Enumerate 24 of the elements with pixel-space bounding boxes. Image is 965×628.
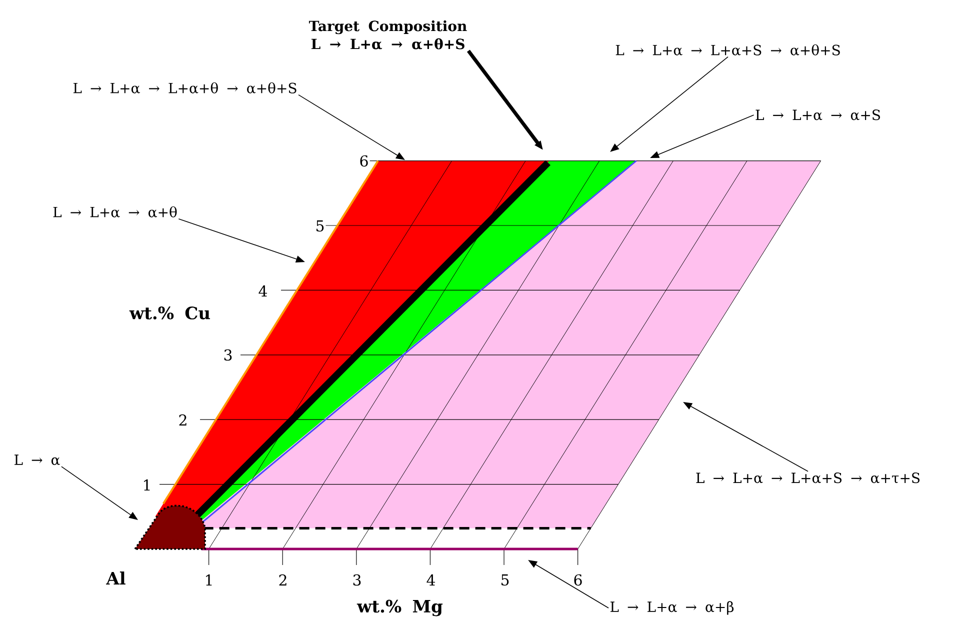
tick-label: 6 (358, 154, 370, 168)
callout-label: L → L+α → L+α+S → α+τ+S (696, 472, 920, 484)
tick-label: 1 (141, 478, 153, 492)
tick-label: 3 (222, 348, 234, 362)
callout-label: L → L+α → α+β (610, 601, 734, 615)
callout-label: L → L+α → α+θ (53, 206, 177, 218)
tick-label: 2 (177, 413, 189, 427)
leader-line (610, 56, 728, 152)
axis-title: wt.% Cu (128, 306, 212, 320)
tick-label: 6 (572, 573, 584, 587)
tick-label: 3 (351, 573, 363, 587)
tick-label: 5 (499, 573, 511, 587)
tick-label: 4 (425, 573, 437, 587)
callout-label: L → L+α → α+S (756, 110, 880, 120)
tick-label: 1 (203, 573, 215, 587)
callout-label: L → L+α → L+α+S → α+θ+S (616, 44, 840, 56)
tick-label: 4 (257, 284, 269, 298)
callout-label: L → L+α → L+α+θ → α+θ+S (73, 82, 296, 94)
axis-title: wt.% Mg (356, 598, 444, 618)
tick-label: 2 (277, 573, 289, 587)
callout-label: Target Composition L → L+α → α+θ+S (308, 20, 467, 50)
tick-label: 5 (314, 219, 326, 233)
corner-label: Al (105, 570, 127, 586)
callout-label: L → α (14, 454, 60, 466)
